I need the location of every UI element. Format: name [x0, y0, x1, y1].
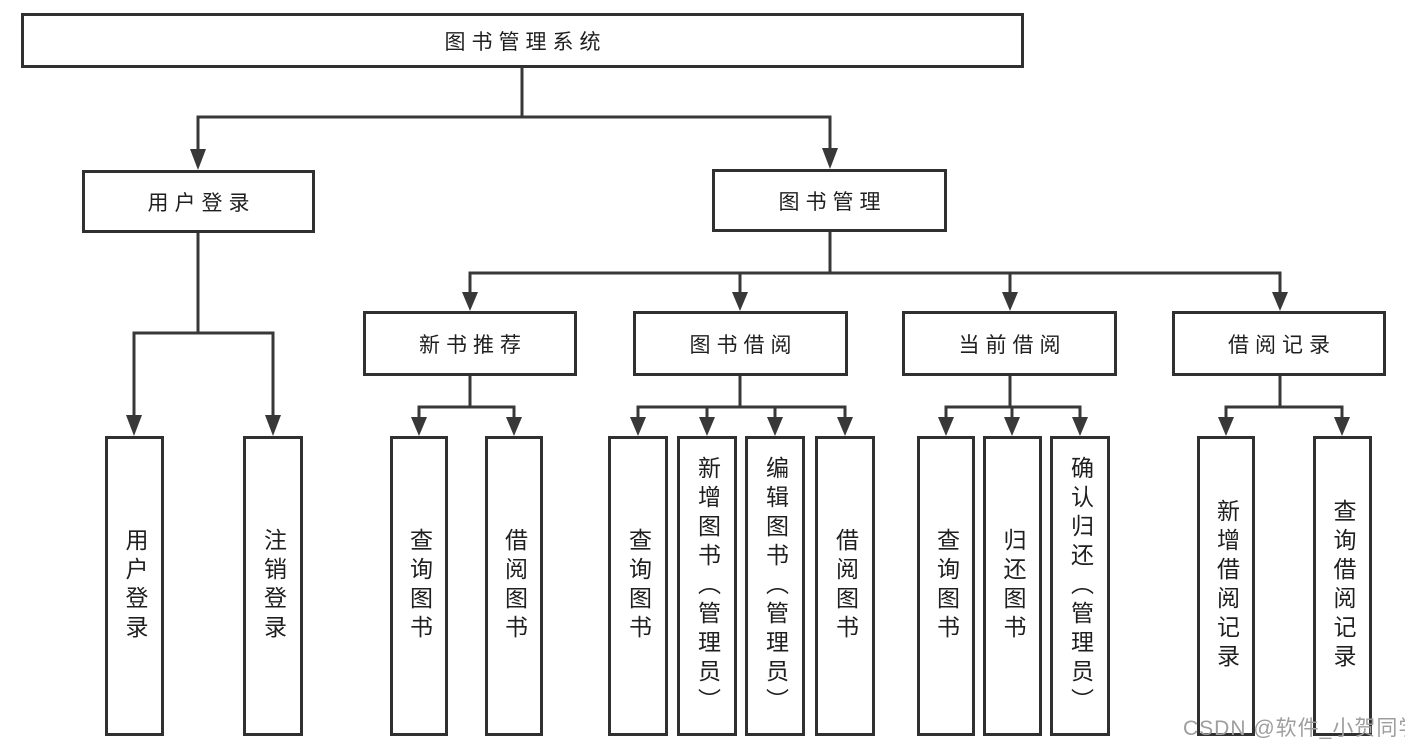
leaf-label: 新增图书（管理员） — [694, 455, 721, 717]
arrowhead — [1218, 417, 1234, 436]
leaf-add-borrow-record: 新增借阅记录 — [1197, 436, 1255, 736]
node-current-borrowing: 当前借阅 — [902, 311, 1117, 376]
leaf-label: 查询图书 — [933, 528, 960, 644]
node-book-management: 图书管理 — [712, 169, 947, 232]
arrowhead — [822, 148, 838, 169]
leaf-label: 注销登录 — [260, 528, 287, 644]
arrowhead — [462, 292, 478, 311]
node-borrowing-records: 借阅记录 — [1172, 311, 1386, 376]
leaf-borrow-books-recommendation: 借阅图书 — [485, 436, 543, 736]
arrowhead — [1272, 292, 1288, 311]
arrowhead — [1002, 292, 1018, 311]
node-label: 图书借阅 — [689, 333, 798, 357]
leaf-query-books-current: 查询图书 — [917, 436, 975, 736]
leaf-label: 新增借阅记录 — [1213, 499, 1240, 673]
node-library-system: 图书管理系统 — [21, 13, 1024, 68]
arrowhead — [190, 149, 206, 170]
leaf-return-books: 归还图书 — [983, 436, 1042, 736]
arrowhead — [1004, 417, 1020, 436]
leaf-label: 查询图书 — [406, 528, 433, 644]
leaf-add-book-admin: 新增图书（管理员） — [677, 436, 737, 736]
watermark-csdn: CSDN @软件_小贺同学 — [1183, 717, 1405, 740]
arrowhead — [732, 292, 748, 311]
connector-book-management-to-level3 — [462, 232, 1288, 311]
node-label: 借阅记录 — [1228, 333, 1336, 357]
connector-user-login-to-leaves — [126, 233, 281, 436]
connector-new-book-recommendation-to-leaves — [411, 376, 522, 436]
leaf-query-books-borrowing: 查询图书 — [608, 436, 668, 736]
arrowhead — [1334, 417, 1350, 436]
arrowhead — [506, 417, 522, 436]
connector-book-borrowing-to-leaves — [630, 376, 853, 436]
leaf-query-books-recommendation: 查询图书 — [390, 436, 448, 736]
arrowhead — [265, 415, 281, 436]
leaf-label: 借阅图书 — [501, 528, 528, 644]
leaf-query-borrow-record: 查询借阅记录 — [1313, 436, 1372, 736]
node-user-login: 用户登录 — [82, 170, 315, 233]
arrowhead — [699, 417, 715, 436]
node-label: 新书推荐 — [419, 333, 527, 357]
leaf-label: 查询图书 — [625, 528, 652, 644]
node-label: 当前借阅 — [958, 333, 1067, 357]
leaf-label: 归还图书 — [1000, 528, 1026, 644]
leaf-logout-login: 注销登录 — [243, 436, 303, 736]
leaf-label: 编辑图书（管理员） — [762, 455, 789, 717]
leaf-label: 确认归还（管理员） — [1067, 455, 1094, 717]
arrowhead — [126, 415, 142, 436]
connector-root-to-level2 — [190, 68, 838, 170]
node-label: 图书管理 — [778, 190, 887, 214]
arrowhead — [837, 417, 853, 436]
node-new-book-recommendation: 新书推荐 — [363, 311, 577, 376]
leaf-edit-book-admin: 编辑图书（管理员） — [745, 436, 805, 736]
arrowhead — [630, 417, 646, 436]
leaf-label: 用户登录 — [122, 528, 148, 644]
leaf-label: 查询借阅记录 — [1330, 499, 1356, 673]
leaf-user-login: 用户登录 — [105, 436, 164, 736]
arrowhead — [938, 417, 954, 436]
node-label: 图书管理系统 — [444, 30, 607, 54]
arrowhead — [411, 417, 427, 436]
leaf-borrow-books-borrowing: 借阅图书 — [815, 436, 875, 736]
connector-current-borrowing-to-leaves — [938, 376, 1088, 436]
node-book-borrowing: 图书借阅 — [633, 311, 848, 376]
node-label: 用户登录 — [147, 191, 256, 215]
arrowhead — [767, 417, 783, 436]
connector-borrowing-records-to-leaves — [1218, 376, 1350, 436]
arrowhead — [1072, 417, 1088, 436]
leaf-label: 借阅图书 — [832, 528, 859, 644]
leaf-confirm-return-admin: 确认归还（管理员） — [1050, 436, 1110, 736]
